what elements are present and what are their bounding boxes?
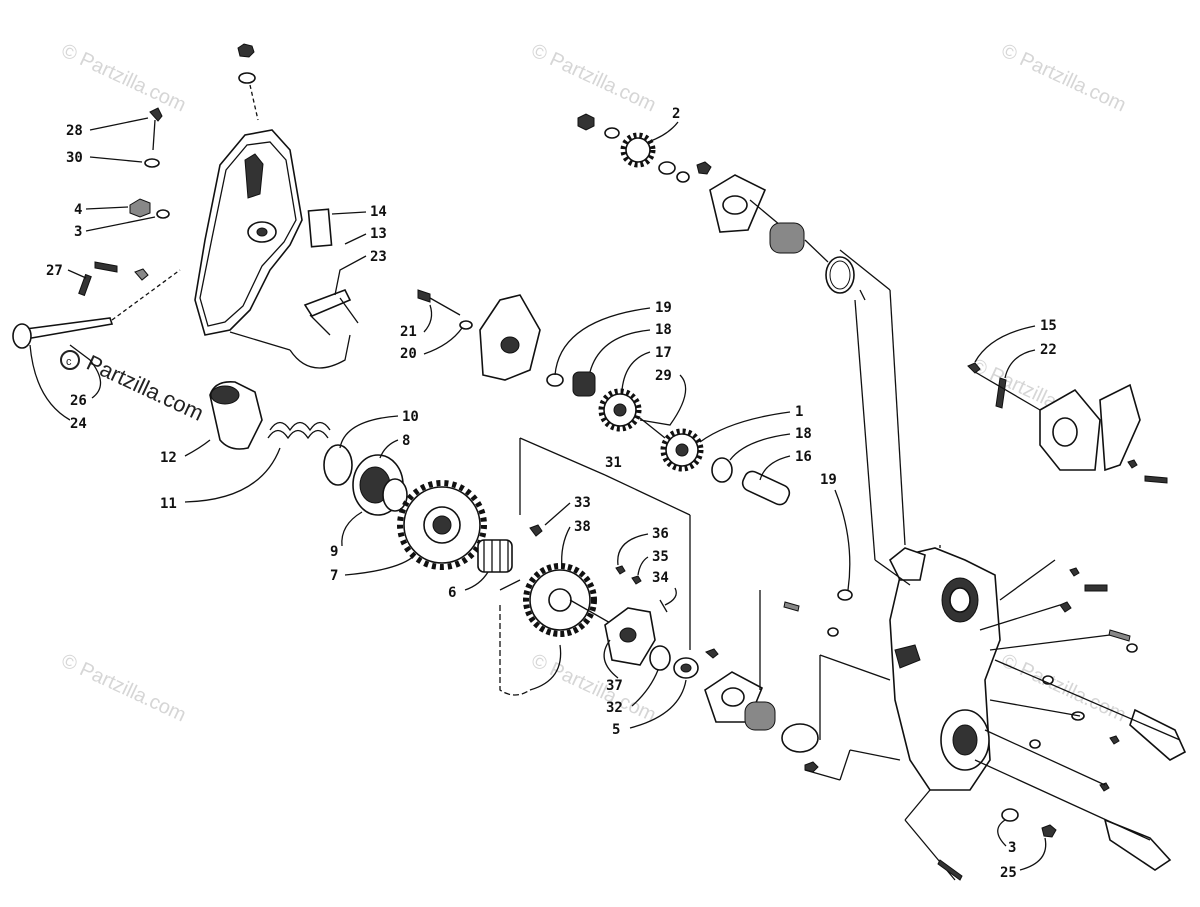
watermark-bottom-left: © Partzilla.com bbox=[58, 650, 189, 727]
svg-text:c: c bbox=[66, 356, 72, 368]
callout-10: 10 bbox=[402, 409, 419, 425]
callout-1: 1 bbox=[795, 404, 803, 420]
callout-38: 38 bbox=[574, 519, 591, 535]
callout-18b: 18 bbox=[795, 426, 812, 442]
callout-26: 26 bbox=[70, 393, 87, 409]
callout-37: 37 bbox=[606, 678, 623, 694]
callout-21: 21 bbox=[400, 324, 417, 340]
callout-11: 11 bbox=[160, 496, 177, 512]
reverse-gear-stack bbox=[209, 380, 562, 696]
callout-17: 17 bbox=[655, 345, 672, 361]
callout-27: 27 bbox=[46, 263, 63, 279]
idler-assembly-31 bbox=[519, 437, 699, 679]
callout-19: 19 bbox=[655, 300, 672, 316]
watermark-center-text: Partzilla.com bbox=[83, 350, 208, 426]
callout-2: 2 bbox=[672, 106, 680, 122]
watermark-top-left: © Partzilla.com bbox=[58, 40, 189, 117]
callout-31: 31 bbox=[605, 455, 622, 471]
chaincase-cover bbox=[12, 43, 359, 369]
callout-32: 32 bbox=[606, 700, 623, 716]
callout-30: 30 bbox=[66, 150, 83, 166]
watermark-bottom-right: © Partzilla.com bbox=[998, 650, 1129, 727]
lower-flange bbox=[704, 601, 839, 773]
callout-6: 6 bbox=[448, 585, 456, 601]
callout-28: 28 bbox=[66, 123, 83, 139]
callout-25: 25 bbox=[1000, 865, 1017, 881]
watermark-top-center: © Partzilla.com bbox=[528, 40, 659, 117]
brake-assembly bbox=[967, 362, 1168, 484]
callout-22: 22 bbox=[1040, 342, 1057, 358]
gear-17 bbox=[598, 388, 642, 432]
callout-13: 13 bbox=[370, 226, 387, 242]
watermark-center-logo: c Partzilla.com bbox=[60, 350, 208, 426]
callout-15: 15 bbox=[1040, 318, 1057, 334]
gear-38 bbox=[523, 563, 597, 637]
callout-29: 29 bbox=[655, 368, 672, 384]
gear-2 bbox=[620, 132, 656, 168]
callout-4: 4 bbox=[74, 202, 82, 218]
driveshaft-center bbox=[417, 289, 853, 601]
callout-19b: 19 bbox=[820, 472, 837, 488]
chaincase-housing bbox=[888, 545, 1187, 881]
callout-14: 14 bbox=[370, 204, 387, 220]
callout-16: 16 bbox=[795, 449, 812, 465]
construction-lines bbox=[499, 249, 911, 781]
callout-24: 24 bbox=[70, 416, 87, 432]
callout-20: 20 bbox=[400, 346, 417, 362]
gear-7 bbox=[397, 480, 487, 570]
callout-7: 7 bbox=[330, 568, 338, 584]
callout-3: 3 bbox=[74, 224, 82, 240]
watermark-top-right: © Partzilla.com bbox=[998, 40, 1129, 117]
callout-33: 33 bbox=[574, 495, 591, 511]
gear-1 bbox=[660, 428, 704, 472]
callouts: 28 30 4 3 27 26 24 14 13 23 21 20 19 18 … bbox=[29, 106, 1057, 881]
callout-18: 18 bbox=[655, 322, 672, 338]
callout-8: 8 bbox=[402, 433, 410, 449]
callout-9: 9 bbox=[330, 544, 338, 560]
callout-35: 35 bbox=[652, 549, 669, 565]
top-driveshaft bbox=[577, 113, 855, 294]
callout-3b: 3 bbox=[1008, 840, 1016, 856]
callout-34: 34 bbox=[652, 570, 669, 586]
callout-5: 5 bbox=[612, 722, 620, 738]
callout-12: 12 bbox=[160, 450, 177, 466]
callout-36: 36 bbox=[652, 526, 669, 542]
callout-23: 23 bbox=[370, 249, 387, 265]
